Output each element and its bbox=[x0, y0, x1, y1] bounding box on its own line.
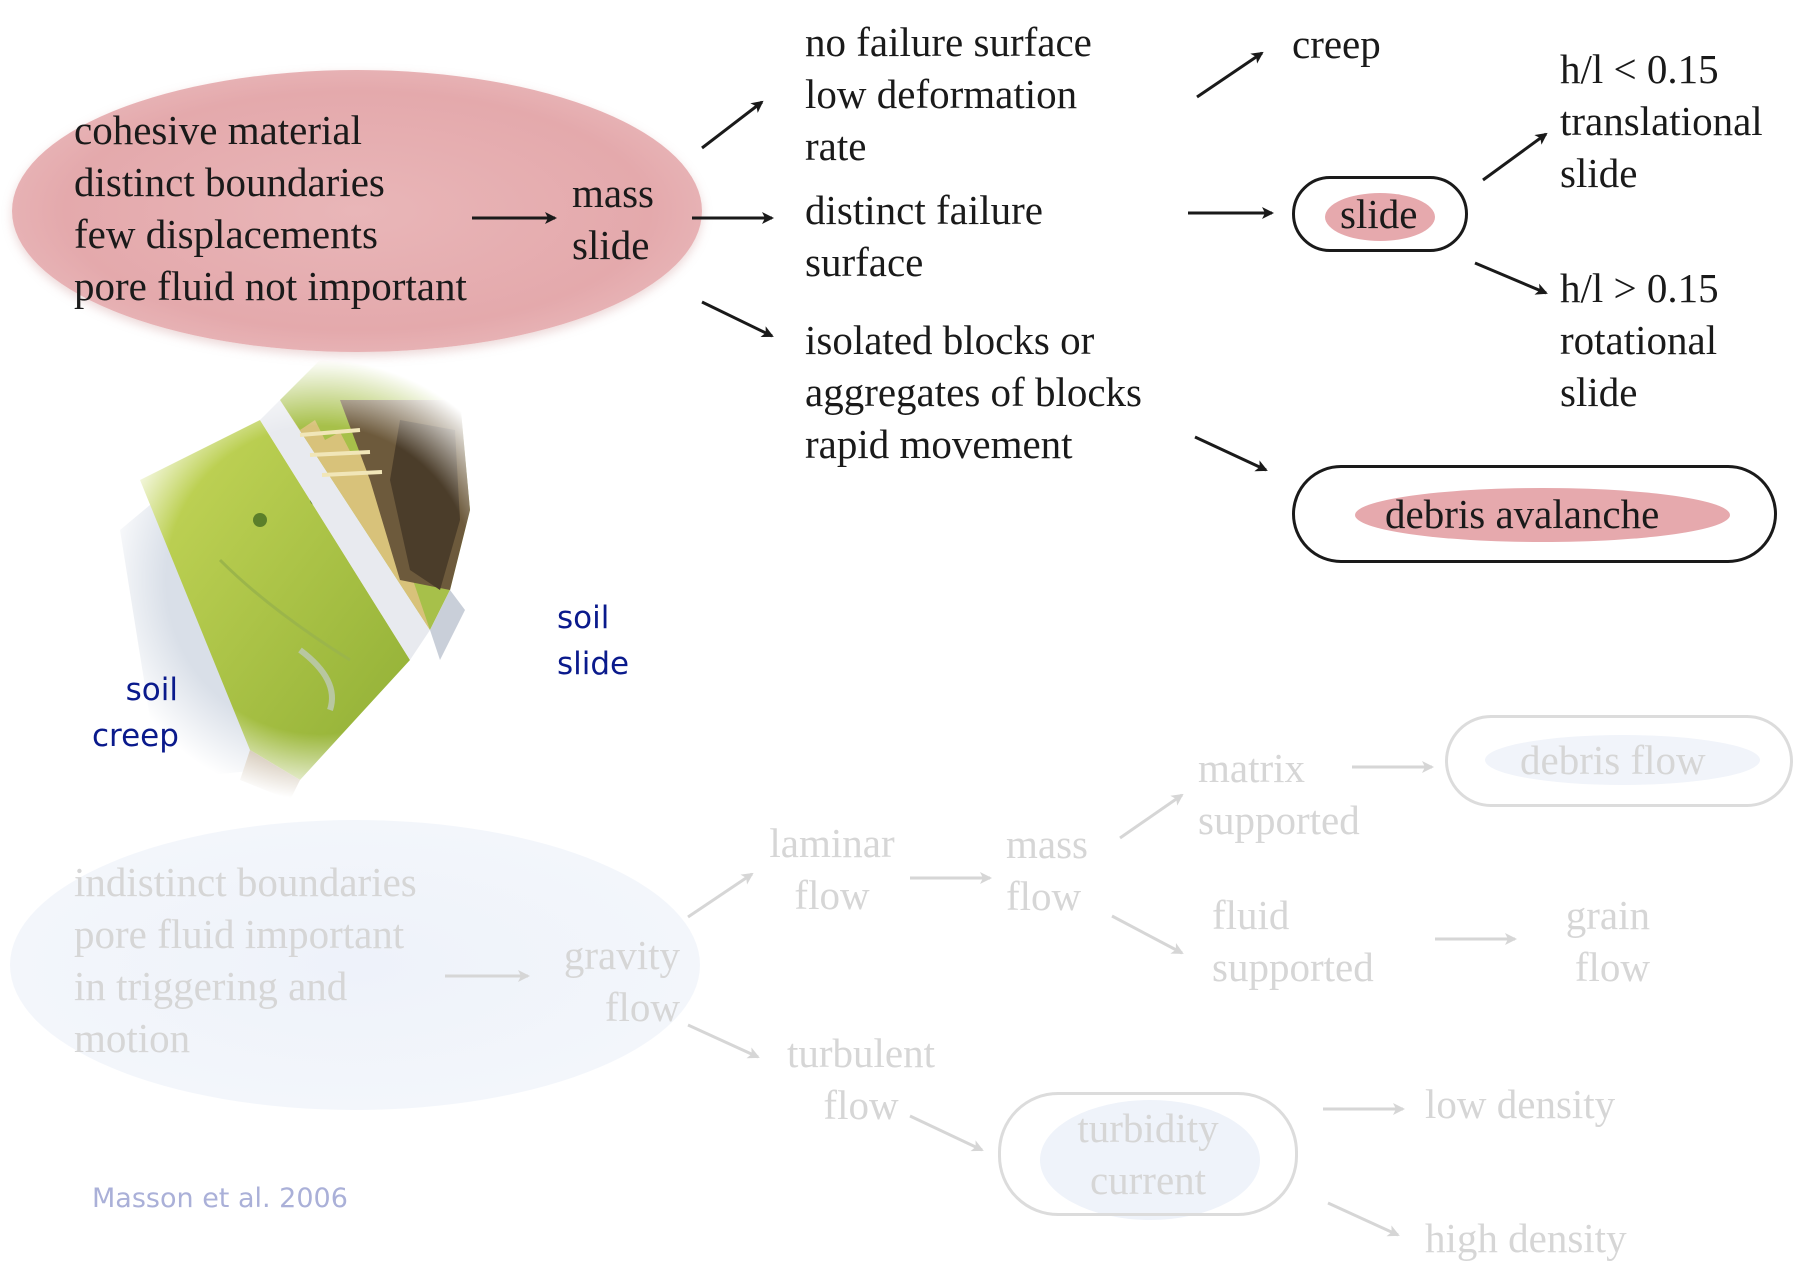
top-conditions: cohesive material distinct boundaries fe… bbox=[74, 107, 467, 309]
arrow-icon bbox=[1474, 261, 1548, 295]
arrow-icon bbox=[1482, 132, 1548, 182]
rotational-slide-label: h/l > 0.15 rotational slide bbox=[1560, 265, 1719, 415]
slide-box bbox=[1292, 176, 1468, 252]
gravity-flow-label: gravity flow bbox=[563, 932, 680, 1030]
arrow-icon bbox=[1119, 793, 1184, 840]
arrow-icon bbox=[1194, 435, 1268, 472]
arrow-icon bbox=[701, 100, 764, 150]
creep-label: creep bbox=[1292, 21, 1381, 67]
isolated-blocks-label: isolated blocks or aggregates of blocks … bbox=[805, 317, 1142, 467]
translational-slide-label: h/l < 0.15 translational slide bbox=[1560, 46, 1763, 196]
arrow-icon bbox=[1196, 51, 1264, 99]
mass-slide-label: mass slide bbox=[572, 170, 654, 268]
grain-flow-label: grain flow bbox=[1565, 892, 1650, 990]
debris-flow-highlight bbox=[1485, 735, 1760, 785]
landslide-illustration bbox=[120, 360, 470, 800]
slide-label: slide bbox=[1340, 191, 1418, 237]
turbidity-current-label: turbidity current bbox=[1077, 1105, 1219, 1203]
matrix-supported-label: matrix supported bbox=[1198, 745, 1360, 843]
low-density-label: low density bbox=[1425, 1081, 1616, 1127]
arrow-icon bbox=[687, 1023, 760, 1059]
top-conditions-ellipse bbox=[12, 70, 702, 352]
distinct-failure-surface-label: distinct failure surface bbox=[805, 187, 1043, 285]
bottom-conditions-ellipse bbox=[10, 820, 700, 1110]
debris-avalanche-highlight bbox=[1355, 488, 1730, 542]
fluid-supported-label: fluid supported bbox=[1212, 892, 1374, 990]
soil-creep-label: soil creep bbox=[92, 672, 179, 754]
soil-slide-label: soil slide bbox=[557, 600, 630, 682]
mass-flow-label: mass flow bbox=[1006, 821, 1088, 919]
debris-flow-box bbox=[1445, 715, 1793, 807]
debris-avalanche-label: debris avalanche bbox=[1385, 491, 1660, 537]
bottom-conditions: indistinct boundaries pore fluid importa… bbox=[74, 859, 417, 1061]
turbulent-flow-label: turbulent flow bbox=[786, 1030, 936, 1128]
arrow-icon bbox=[687, 872, 754, 919]
debris-flow-label: debris flow bbox=[1520, 737, 1706, 783]
arrow-icon bbox=[701, 300, 774, 338]
turbidity-current-highlight bbox=[1040, 1100, 1260, 1220]
arrow-icon bbox=[1327, 1201, 1400, 1237]
high-density-label: high density bbox=[1425, 1215, 1627, 1261]
debris-avalanche-box bbox=[1292, 465, 1777, 563]
laminar-flow-label: laminar flow bbox=[769, 820, 895, 918]
arrow-icon bbox=[1111, 914, 1184, 955]
turbidity-current-box bbox=[998, 1092, 1298, 1216]
arrow-icon bbox=[909, 1114, 984, 1152]
source-credit: Masson et al. 2006 bbox=[92, 1183, 348, 1214]
no-failure-surface-label: no failure surface low deformation rate bbox=[805, 19, 1092, 169]
